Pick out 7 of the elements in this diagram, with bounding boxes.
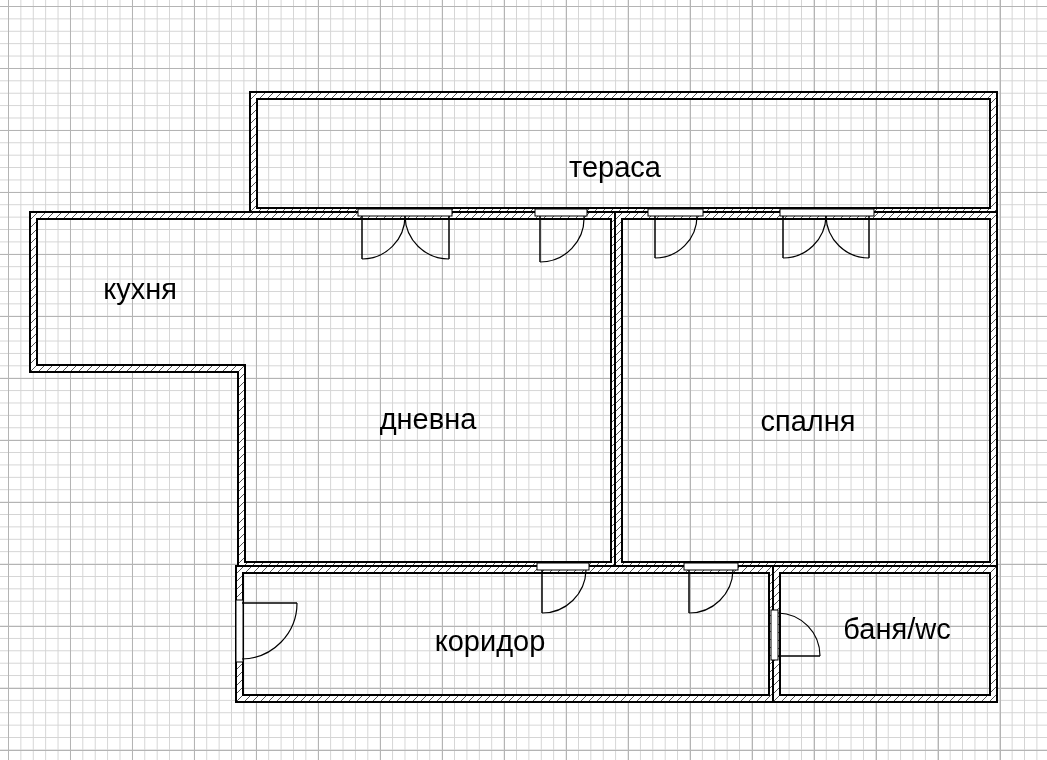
room-name: спалня bbox=[760, 406, 856, 438]
room-wall bbox=[773, 566, 997, 702]
room-name: баня/wc bbox=[843, 614, 951, 646]
room-name: кухня bbox=[103, 274, 177, 306]
room-name: дневна bbox=[379, 404, 477, 436]
room-name: тераса bbox=[569, 152, 661, 184]
room-name: коридор bbox=[434, 626, 546, 658]
